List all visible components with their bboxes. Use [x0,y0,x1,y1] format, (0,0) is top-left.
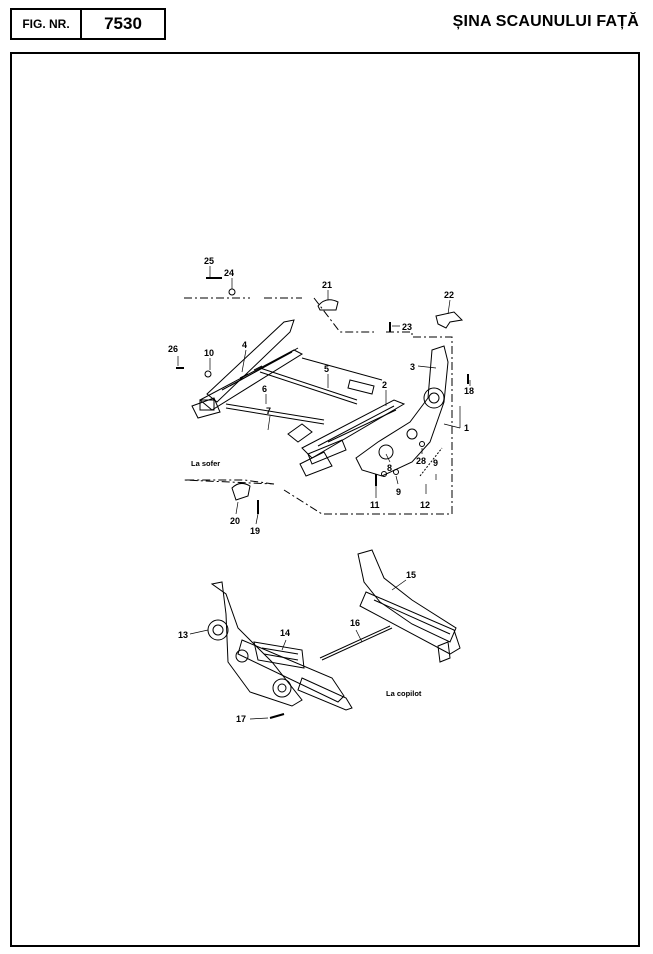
seat-rail-diagram: 25 24 21 22 23 26 10 4 5 3 18 6 2 7 1 28… [168,256,474,724]
callout-18: 18 [464,386,474,396]
callout-16: 16 [350,618,360,628]
diagram-frame: 25 24 21 22 23 26 10 4 5 3 18 6 2 7 1 28… [10,52,640,947]
callout-19: 19 [250,526,260,536]
crossbars [225,357,383,443]
passenger-assembly [207,549,461,711]
page-title: ȘINA SCAUNULUI FAȚĂ [452,13,639,30]
callout-20: 20 [230,516,240,526]
callout-7: 7 [266,406,271,416]
callout-5: 5 [324,364,329,374]
callout-1: 1 [464,423,469,433]
callout-10: 10 [204,348,214,358]
callout-6: 6 [262,384,267,394]
small-parts [176,277,469,719]
callout-numbers: 25 24 21 22 23 26 10 4 5 3 18 6 2 7 1 28… [168,256,474,724]
driver-assembly-boundary [183,297,453,515]
callout-3: 3 [410,362,415,372]
callout-26: 26 [168,344,178,354]
callout-23: 23 [402,322,412,332]
driver-side-note: La sofer [191,459,220,468]
callout-17: 17 [236,714,246,724]
callout-2: 2 [382,380,387,390]
callout-15: 15 [406,570,416,580]
callout-12: 12 [420,500,430,510]
callout-9-right: 9 [433,458,438,468]
figure-label: FIG. NR. [10,8,82,40]
leader-lines [177,266,471,720]
callout-13: 13 [178,630,188,640]
callout-22: 22 [444,290,454,300]
figure-number: 7530 [80,8,166,40]
callout-8: 8 [387,463,392,473]
passenger-side-note: La copilot [386,689,422,698]
callout-24: 24 [224,268,234,278]
callout-9-left: 9 [396,487,401,497]
callout-4: 4 [242,340,247,350]
driver-left-rail [191,319,304,419]
callout-21: 21 [322,280,332,290]
callout-14: 14 [280,628,290,638]
callout-28: 28 [416,456,426,466]
callout-25: 25 [204,256,214,266]
callout-11: 11 [370,500,380,510]
